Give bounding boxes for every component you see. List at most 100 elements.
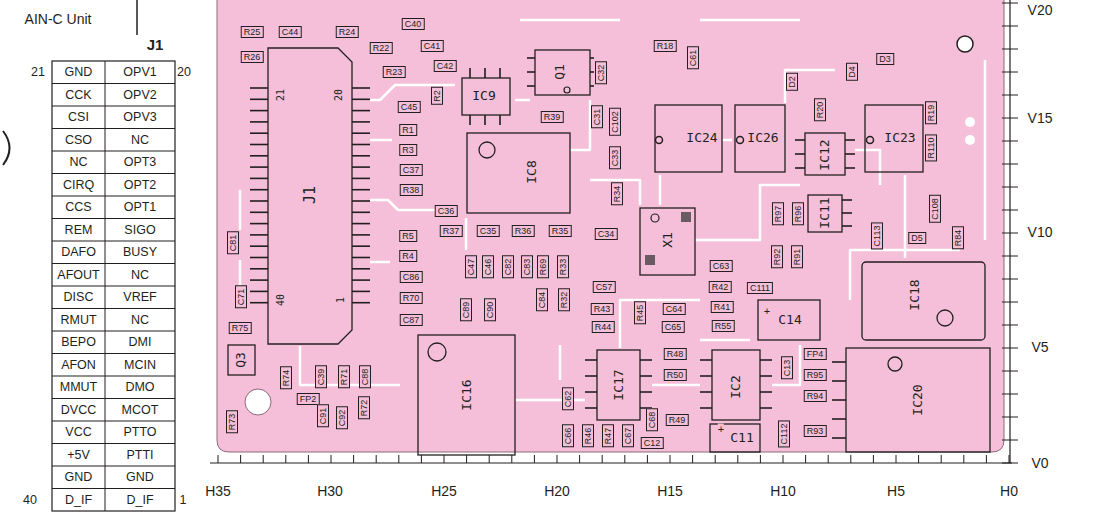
component-pin [352, 234, 370, 236]
part-label: C102 [609, 108, 621, 136]
pin-number: 20 [177, 65, 191, 79]
component-pin [352, 257, 370, 259]
part-label: R18 [654, 40, 677, 52]
part-label: C42 [434, 60, 457, 72]
axis-tick [896, 455, 897, 463]
axis-tick [398, 455, 399, 463]
component-pin [499, 115, 501, 125]
part-label: C62 [562, 388, 574, 411]
part-label: C113 [871, 223, 883, 250]
component-pin [640, 375, 652, 377]
axis-label: H10 [769, 483, 797, 499]
part-label: R49 [666, 414, 689, 426]
part-label: C45 [398, 101, 421, 113]
part-label: D2 [786, 73, 798, 91]
part-label: R72 [358, 397, 370, 420]
component-pin [250, 178, 268, 180]
axis-tick [783, 455, 784, 463]
axis-tick [1002, 394, 1018, 395]
part-label: R32 [558, 289, 570, 312]
axis-tick [1002, 72, 1018, 73]
component-pin [352, 87, 370, 89]
part-label: C87 [400, 314, 423, 326]
axis-tick [1002, 164, 1018, 165]
pin-signal: CCS [65, 200, 91, 214]
pin-signal: AFOUT [57, 268, 99, 282]
axis-tick [602, 455, 603, 463]
pin-signal: GND [65, 470, 93, 484]
connector-title: J1 [147, 36, 164, 53]
axis-label: H0 [999, 483, 1019, 499]
part-label: R33 [557, 256, 569, 279]
table-rule [52, 443, 175, 444]
component-pin [760, 391, 772, 393]
component-pin [832, 399, 846, 401]
part-label: R75 [229, 322, 252, 334]
part-label: C86 [400, 271, 423, 283]
pin-signal: OPT1 [124, 200, 157, 214]
component-pin [832, 437, 846, 439]
component-pin [352, 166, 370, 168]
ic-label: C11 [729, 431, 754, 445]
part-label: R91 [791, 246, 803, 269]
part-label: C34 [595, 228, 618, 240]
part-label: D3 [876, 53, 894, 65]
component-pin [795, 153, 805, 155]
part-label: C68 [646, 409, 658, 432]
part-label: R97 [772, 203, 784, 226]
part-label: C65 [662, 321, 685, 333]
table-rule [52, 398, 175, 399]
part-label: C36 [435, 205, 458, 217]
axis-label: V5 [1030, 339, 1049, 355]
axis-label: H15 [656, 483, 684, 499]
part-label: R47 [602, 425, 614, 448]
ic-label: IC23 [883, 131, 916, 145]
table-rule [52, 173, 175, 174]
pin1-mark [651, 214, 659, 222]
component-pin [585, 391, 597, 393]
part-label: R26 [241, 51, 264, 63]
component-pin [352, 99, 370, 101]
component-pin [352, 302, 370, 304]
table-rule [52, 331, 175, 332]
axis-tick [466, 455, 467, 463]
transistor-outline [228, 345, 255, 375]
pin-signal: VREF [123, 290, 156, 304]
part-label: R92 [771, 246, 783, 269]
axis-tick [1002, 348, 1018, 349]
pin-signal: SIGO [124, 223, 155, 237]
part-label: C89 [460, 299, 472, 322]
pin-signal: DVCC [61, 403, 96, 417]
pin1-mark [479, 142, 495, 158]
pin-signal: NC [131, 313, 149, 327]
pin1-mark [937, 310, 953, 326]
pin-signal: CIRQ [63, 178, 94, 192]
table-rule [52, 466, 175, 467]
component-pin [795, 139, 805, 141]
pin-number: 40 [275, 294, 286, 306]
part-label: R69 [537, 256, 549, 279]
component-pin [250, 234, 268, 236]
part-label: R50 [664, 369, 687, 381]
part-label: R95 [804, 369, 827, 381]
pin-signal: DAFO [61, 245, 96, 259]
axis-tick [760, 455, 761, 463]
pin-signal: MCIN [124, 358, 156, 372]
pin-signal: NC [131, 268, 149, 282]
axis-tick [1002, 279, 1018, 280]
component-pin [250, 302, 268, 304]
transistor-outline [535, 50, 590, 95]
part-label: C91 [317, 405, 329, 428]
part-label: R19 [925, 102, 937, 125]
part-label: R74 [280, 367, 292, 390]
axis-tick [670, 455, 671, 463]
axis-tick [1002, 3, 1018, 4]
ic-label: IC8 [525, 159, 539, 184]
crystal-outline [640, 208, 695, 275]
component-pin [842, 212, 852, 214]
pin-signal: MMUT [60, 380, 98, 394]
component-pin [527, 85, 535, 87]
axis-tick [1002, 210, 1018, 211]
axis-tick [489, 455, 490, 463]
axis-tick [1002, 417, 1018, 418]
